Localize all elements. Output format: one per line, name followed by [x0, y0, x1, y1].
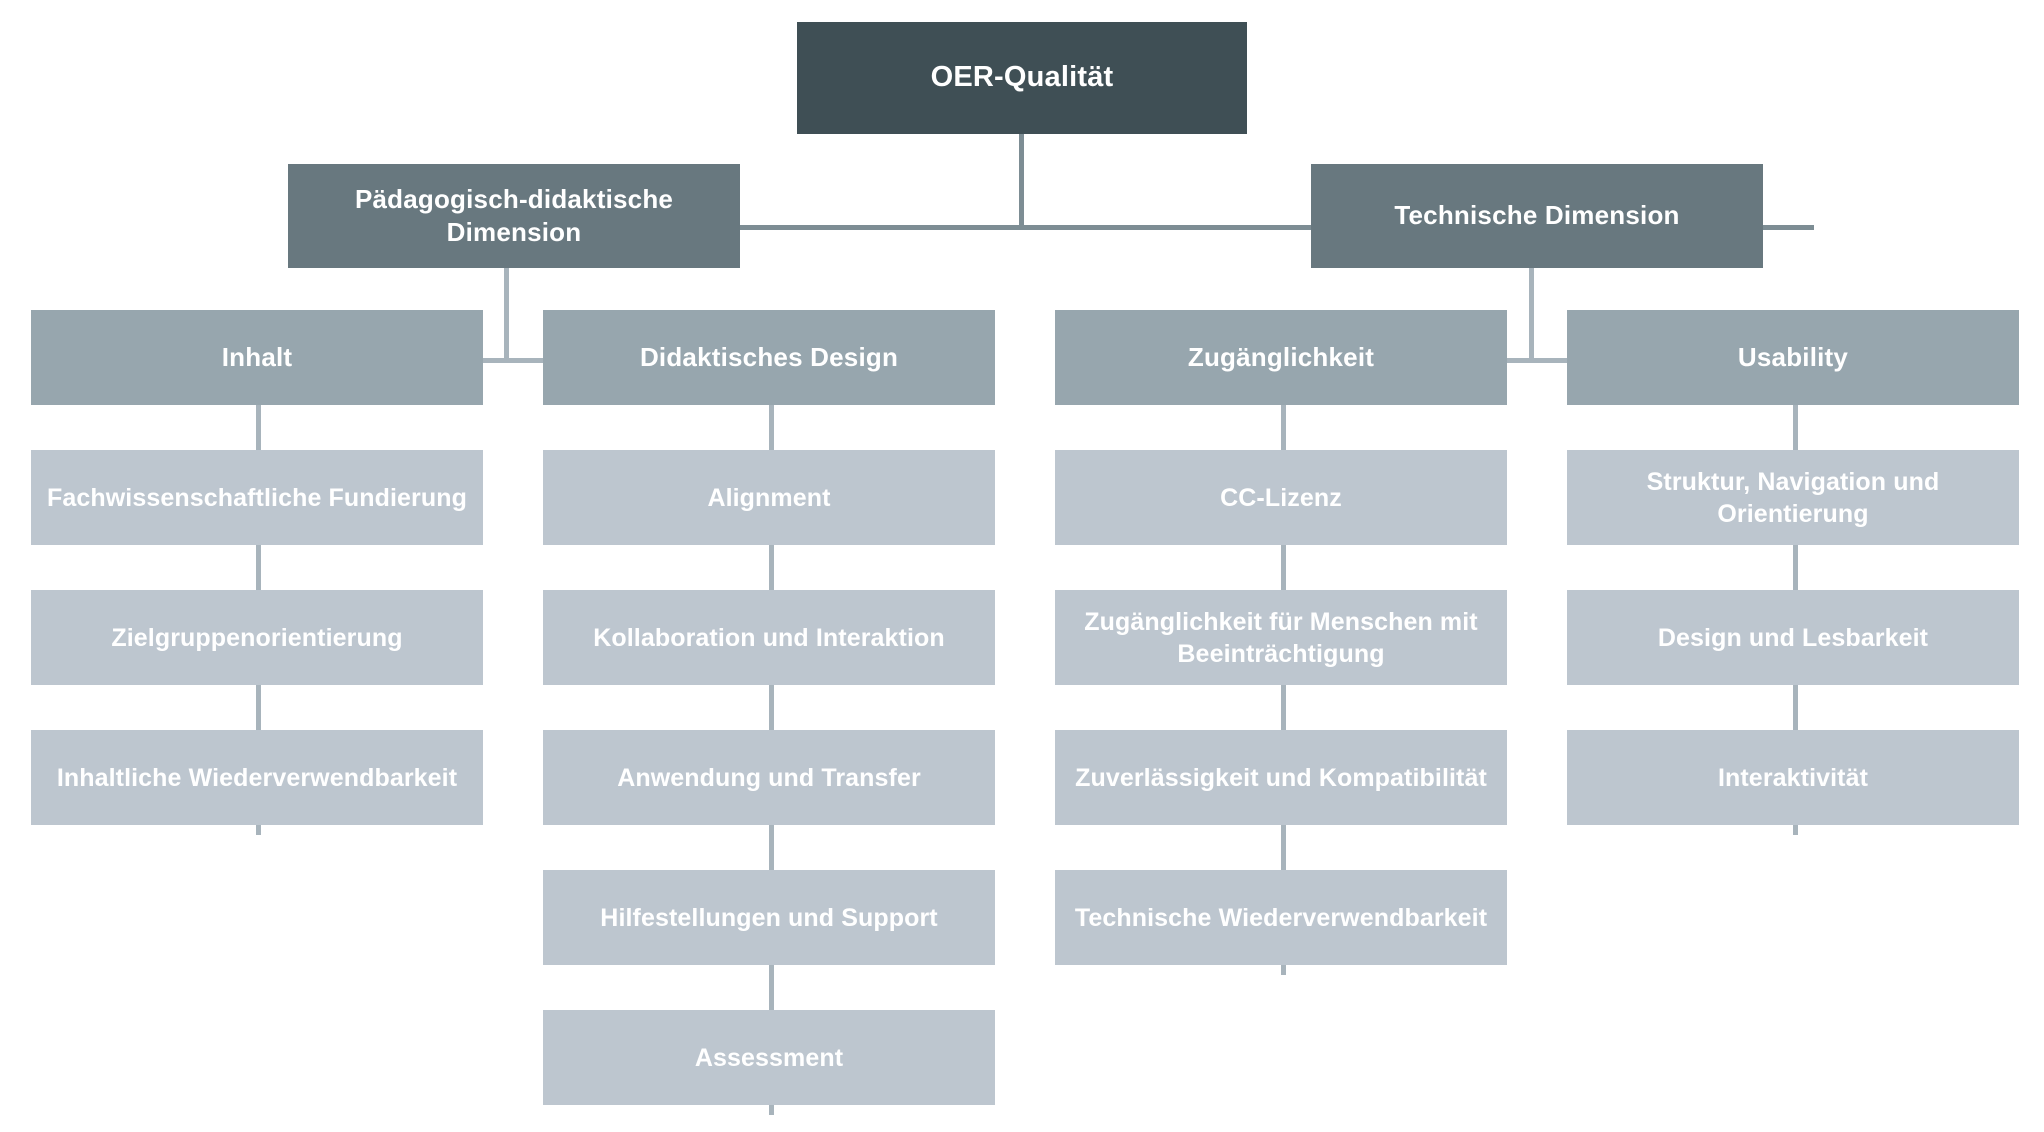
- node-label: Design und Lesbarkeit: [1657, 623, 1929, 652]
- connector-root-vertical: [1019, 134, 1024, 228]
- node-category-inhalt[interactable]: Inhalt: [31, 310, 483, 405]
- node-dimension-technische[interactable]: Technische Dimension: [1311, 164, 1763, 268]
- node-criterion-alignment[interactable]: Alignment: [543, 450, 995, 545]
- node-criterion-technische-wiederverwendbarkeit[interactable]: Technische Wiederverwendbarkeit: [1055, 870, 1507, 965]
- node-label: Zielgruppenorientierung: [111, 623, 403, 652]
- node-label: Anwendung und Transfer: [617, 763, 921, 792]
- connector-dimension-horizontal: [734, 225, 1814, 230]
- node-criterion-fachwissenschaftliche-fundierung[interactable]: Fachwissenschaftliche Fundierung: [31, 450, 483, 545]
- node-criterion-struktur-navigation-und-orientierung[interactable]: Struktur, Navigation und Orientierung: [1567, 450, 2019, 545]
- node-criterion-interaktivitaet[interactable]: Interaktivität: [1567, 730, 2019, 825]
- node-label: OER-Qualität: [930, 61, 1114, 94]
- node-label: Kollaboration und Interaktion: [593, 623, 945, 652]
- node-label: CC-Lizenz: [1220, 483, 1342, 512]
- node-criterion-inhaltliche-wiederverwendbarkeit[interactable]: Inhaltliche Wiederverwendbarkeit: [31, 730, 483, 825]
- node-criterion-zuverlaessigkeit-und-kompatibilitaet[interactable]: Zuverlässigkeit und Kompatibilität: [1055, 730, 1507, 825]
- node-root-oer-qualitaet[interactable]: OER-Qualität: [797, 22, 1247, 134]
- node-dimension-paedagogisch-didaktische[interactable]: Pädagogisch-didaktische Dimension: [288, 164, 740, 268]
- connector-dim-right-horizontal: [1283, 358, 1785, 363]
- node-label: Pädagogisch-didaktische Dimension: [354, 183, 674, 247]
- node-label: Usability: [1737, 341, 1849, 372]
- node-label: Fachwissenschaftliche Fundierung: [47, 483, 467, 512]
- node-label: Inhalt: [221, 341, 293, 372]
- connector-spine-zugaenglichkeit: [1281, 395, 1286, 975]
- node-criterion-design-und-lesbarkeit[interactable]: Design und Lesbarkeit: [1567, 590, 2019, 685]
- node-label: Technische Dimension: [1394, 200, 1680, 231]
- connector-dim-right-vertical: [1529, 208, 1534, 363]
- node-criterion-zugaenglichkeit-fuer-menschen-mit-beeintraechtigung[interactable]: Zugänglichkeit für Menschen mit Beeinträ…: [1055, 590, 1507, 685]
- connector-dim-left-vertical: [504, 208, 509, 363]
- node-criterion-zielgruppenorientierung[interactable]: Zielgruppenorientierung: [31, 590, 483, 685]
- node-label: Inhaltliche Wiederverwendbarkeit: [56, 763, 458, 792]
- node-label: Alignment: [707, 483, 831, 512]
- node-label: Zuverlässigkeit und Kompatibilität: [1075, 763, 1487, 792]
- node-category-usability[interactable]: Usability: [1567, 310, 2019, 405]
- node-label: Zugänglichkeit: [1187, 341, 1375, 372]
- node-category-didaktisches-design[interactable]: Didaktisches Design: [543, 310, 995, 405]
- node-category-zugaenglichkeit[interactable]: Zugänglichkeit: [1055, 310, 1507, 405]
- node-label: Didaktisches Design: [639, 341, 899, 372]
- node-criterion-hilfestellungen-und-support[interactable]: Hilfestellungen und Support: [543, 870, 995, 965]
- node-label: Interaktivität: [1717, 763, 1869, 792]
- node-label: Hilfestellungen und Support: [600, 903, 938, 932]
- node-criterion-anwendung-und-transfer[interactable]: Anwendung und Transfer: [543, 730, 995, 825]
- node-criterion-kollaboration-und-interaktion[interactable]: Kollaboration und Interaktion: [543, 590, 995, 685]
- node-label: Struktur, Navigation und Orientierung: [1646, 467, 1940, 528]
- node-criterion-cc-lizenz[interactable]: CC-Lizenz: [1055, 450, 1507, 545]
- node-label: Technische Wiederverwendbarkeit: [1074, 903, 1488, 932]
- node-label: Assessment: [694, 1043, 844, 1072]
- node-label: Zugänglichkeit für Menschen mit Beeinträ…: [1084, 607, 1478, 668]
- connector-dim-left-horizontal: [258, 358, 760, 363]
- node-criterion-assessment[interactable]: Assessment: [543, 1010, 995, 1105]
